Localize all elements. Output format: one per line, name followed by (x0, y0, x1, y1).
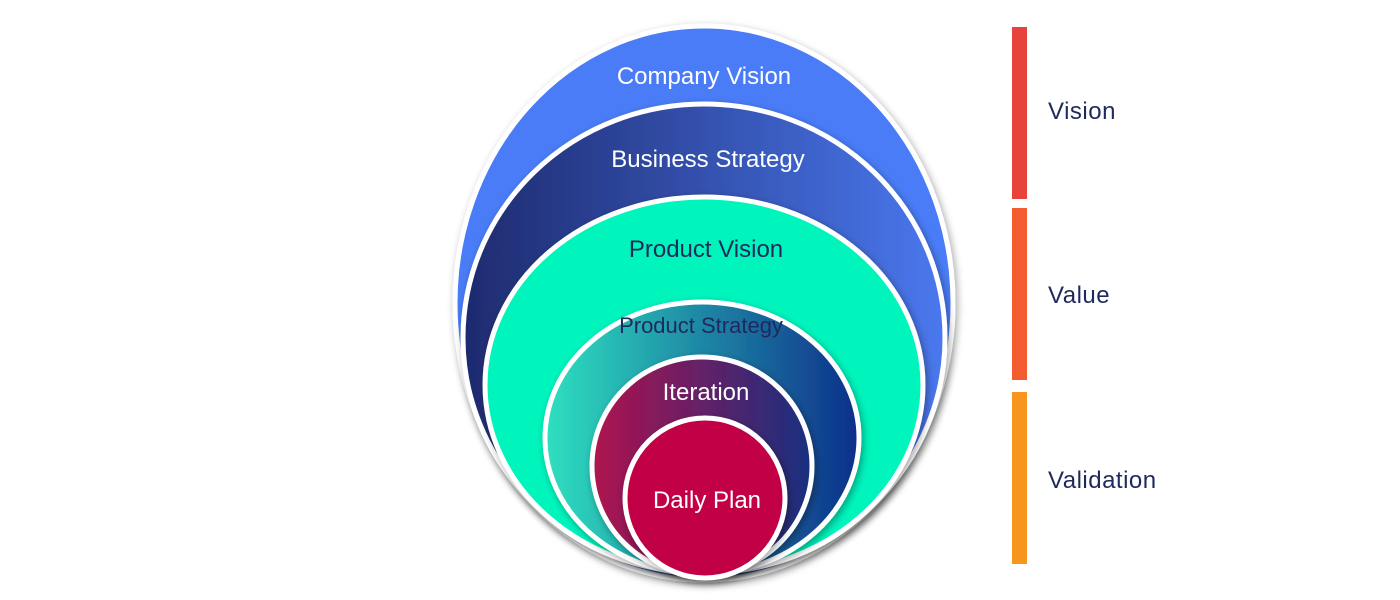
product-strategy-label: Product Strategy (619, 313, 783, 338)
daily-plan-label: Daily Plan (653, 487, 761, 514)
validation-bar (1012, 392, 1027, 564)
side-label-vision: Vision (1048, 98, 1116, 125)
vision-bar (1012, 27, 1027, 199)
ring-daily-plan (622, 415, 788, 581)
side-label-validation: Validation (1048, 467, 1157, 494)
value-bar (1012, 208, 1027, 380)
side-label-value: Value (1048, 282, 1110, 309)
product-vision-label: Product Vision (629, 236, 783, 263)
company-vision-label: Company Vision (617, 63, 791, 90)
iteration-label: Iteration (663, 379, 750, 406)
business-strategy-label: Business Strategy (611, 146, 804, 173)
